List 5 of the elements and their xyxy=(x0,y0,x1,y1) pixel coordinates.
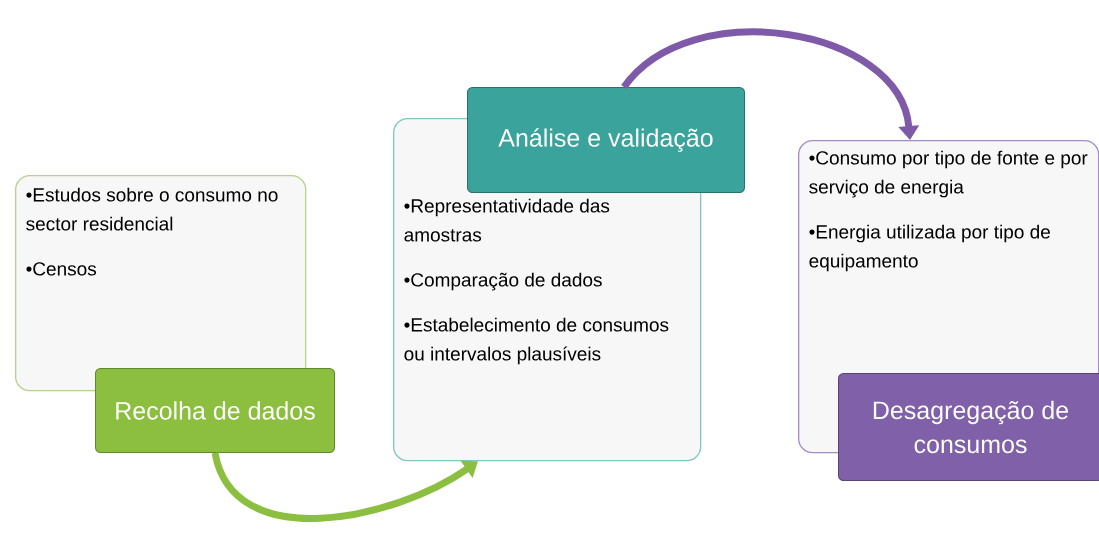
title-box: Recolha de dados xyxy=(95,368,335,453)
title-box: Análise e validação xyxy=(467,87,745,193)
curved-arrow xyxy=(211,451,478,522)
bullet-card: •Estudos sobre o consumo no sector residencial •Censos xyxy=(15,175,307,392)
title-box: Desagregação de consumos xyxy=(838,373,1099,481)
